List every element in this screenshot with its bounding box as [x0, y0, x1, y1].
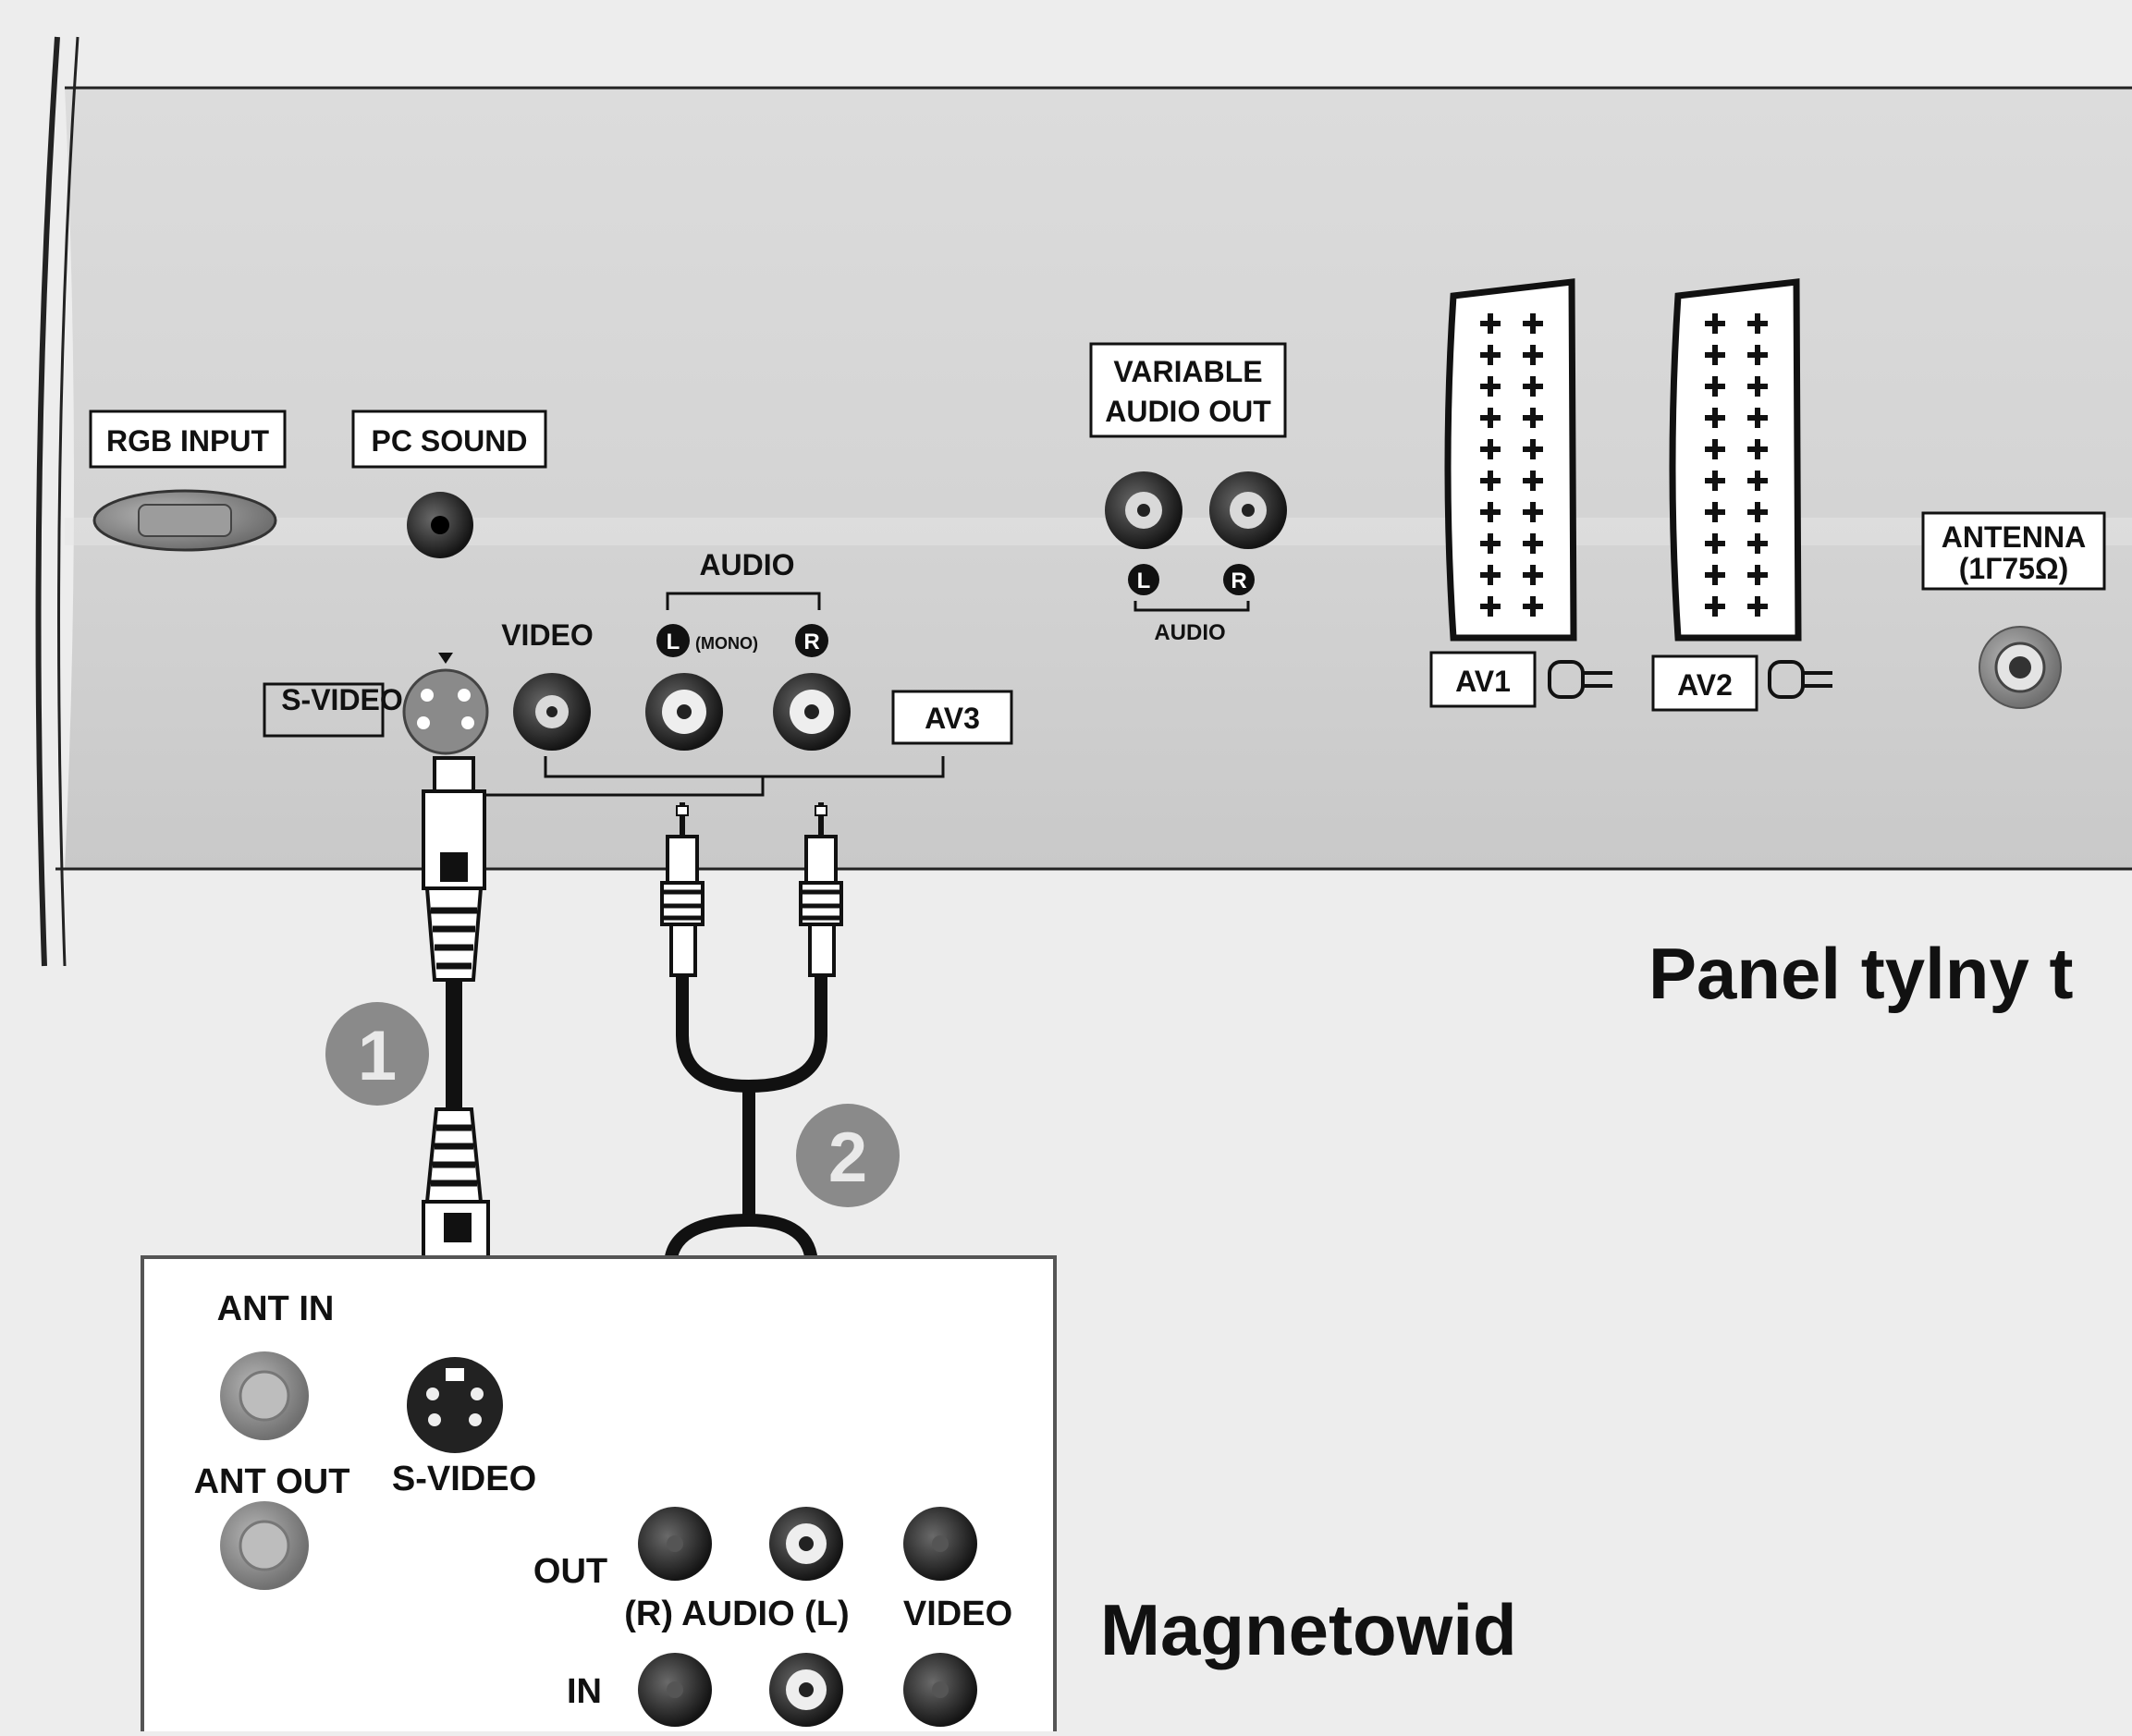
antenna-label-line1: ANTENNA	[1942, 520, 2086, 554]
audio-out-l-label: L	[1137, 568, 1151, 593]
scart-pin	[1755, 502, 1760, 522]
scart-pin	[1712, 408, 1718, 428]
scart-arrow-icon	[1548, 660, 1585, 699]
audio-out-l-badge	[1128, 564, 1159, 595]
scart-pin	[1712, 376, 1718, 397]
antenna-label-line2: (1Г75Ω)	[1959, 552, 2069, 585]
scart-pin	[1755, 471, 1760, 491]
scart-pin	[1530, 565, 1536, 585]
scart-pin	[1755, 313, 1760, 334]
scart-pin	[1488, 596, 1493, 617]
av3-l-label: L	[667, 630, 680, 654]
vcr-s-video-jack	[407, 1357, 503, 1453]
variable-audio-out-line1: VARIABLE	[1113, 355, 1262, 388]
vcr-out-jacks	[638, 1507, 977, 1581]
scart-pin	[1712, 565, 1718, 585]
pc-sound-label: PC SOUND	[372, 424, 528, 458]
av1-label: AV1	[1455, 665, 1511, 698]
scart-pin	[1488, 439, 1493, 459]
vcr-ant-in-label: ANT IN	[217, 1290, 335, 1328]
scart-pin	[1755, 596, 1760, 617]
scart-pin	[1712, 502, 1718, 522]
audio-out-r-label: R	[1231, 568, 1246, 593]
scart-pin	[1530, 502, 1536, 522]
scart-pin	[1755, 565, 1760, 585]
audio-out-r-badge	[1223, 564, 1255, 595]
av3-mono-label: (MONO)	[695, 634, 758, 653]
tv-s-video-port	[402, 668, 489, 755]
rgb-input-port: RGB INPUT	[89, 410, 287, 552]
av3-video-label: VIDEO	[501, 618, 594, 652]
callout-1-number: 1	[358, 1017, 397, 1095]
vcr-panel: ANT IN ANT OUT S-VIDEO OUT IN (R) AUDIO …	[141, 1255, 1057, 1736]
scart-pin	[1488, 502, 1493, 522]
scart-pin	[1488, 345, 1493, 365]
av3-r-label: R	[803, 630, 819, 654]
scart-pin	[1712, 533, 1718, 554]
scart-pin	[1488, 408, 1493, 428]
callout-1: 1	[325, 1002, 429, 1106]
scart-av2: AV2	[1651, 278, 1832, 712]
av2-label: AV2	[1677, 668, 1733, 702]
scart-pin	[1530, 439, 1536, 459]
scart-av1: AV1	[1429, 278, 1612, 708]
scart-pin	[1530, 596, 1536, 617]
scart-pin	[1488, 471, 1493, 491]
scart-pin	[1530, 345, 1536, 365]
callout-2-number: 2	[828, 1119, 867, 1197]
vcr-video-label: VIDEO	[903, 1595, 1012, 1633]
vcr-in-jacks	[638, 1653, 977, 1727]
scart-pin	[1755, 345, 1760, 365]
scart-pin	[1530, 533, 1536, 554]
vcr-ant-out-label: ANT OUT	[194, 1462, 350, 1501]
scart-pin	[1712, 439, 1718, 459]
scart-pin	[1712, 313, 1718, 334]
rgb-input-label: RGB INPUT	[106, 424, 269, 458]
tv-s-video-label: S-VIDEO	[281, 683, 403, 716]
rca-plug-top-left	[660, 802, 705, 977]
vcr-s-video-label: S-VIDEO	[392, 1460, 536, 1498]
scart-pin	[1488, 376, 1493, 397]
vcr-audio-row-label: (R) AUDIO (L)	[624, 1595, 849, 1633]
scart-pin	[1755, 533, 1760, 554]
scart-pin	[1530, 313, 1536, 334]
tv-rear-panel	[35, 36, 2132, 967]
scart-pin	[1530, 376, 1536, 397]
scart-pin	[1755, 408, 1760, 428]
av3-audio-header: AUDIO	[699, 548, 794, 581]
callout-2: 2	[796, 1104, 900, 1207]
scart-pin	[1488, 565, 1493, 585]
vcr-in-label: IN	[567, 1672, 602, 1711]
scart-pin	[1712, 345, 1718, 365]
scart-pin	[1755, 376, 1760, 397]
scart-arrow-icon	[1768, 660, 1805, 699]
scart-pin	[1712, 596, 1718, 617]
av3-label: AV3	[925, 702, 980, 735]
panel-caption: Panel tylny t	[1648, 933, 2073, 1014]
antenna-port: ANTENNA (1Г75Ω)	[1921, 511, 2106, 709]
scart-pin	[1712, 471, 1718, 491]
scart-pin	[1488, 533, 1493, 554]
av3-input-group: AUDIO VIDEO L (MONO) R S-VIDEO AV3	[263, 548, 1013, 797]
scart-pin	[1530, 408, 1536, 428]
scart-pin	[1488, 313, 1493, 334]
scart-pin	[1755, 439, 1760, 459]
vcr-caption: Magnetowid	[1100, 1589, 1517, 1670]
scart-pin	[1530, 471, 1536, 491]
variable-audio-out: VARIABLE AUDIO OUT L R AUDIO	[1089, 342, 1287, 645]
s-video-cable	[422, 756, 490, 1339]
pc-sound-port: PC SOUND	[351, 410, 547, 558]
audio-out-caption: AUDIO	[1154, 620, 1225, 645]
variable-audio-out-line2: AUDIO OUT	[1105, 395, 1271, 428]
vcr-out-label: OUT	[533, 1552, 607, 1591]
